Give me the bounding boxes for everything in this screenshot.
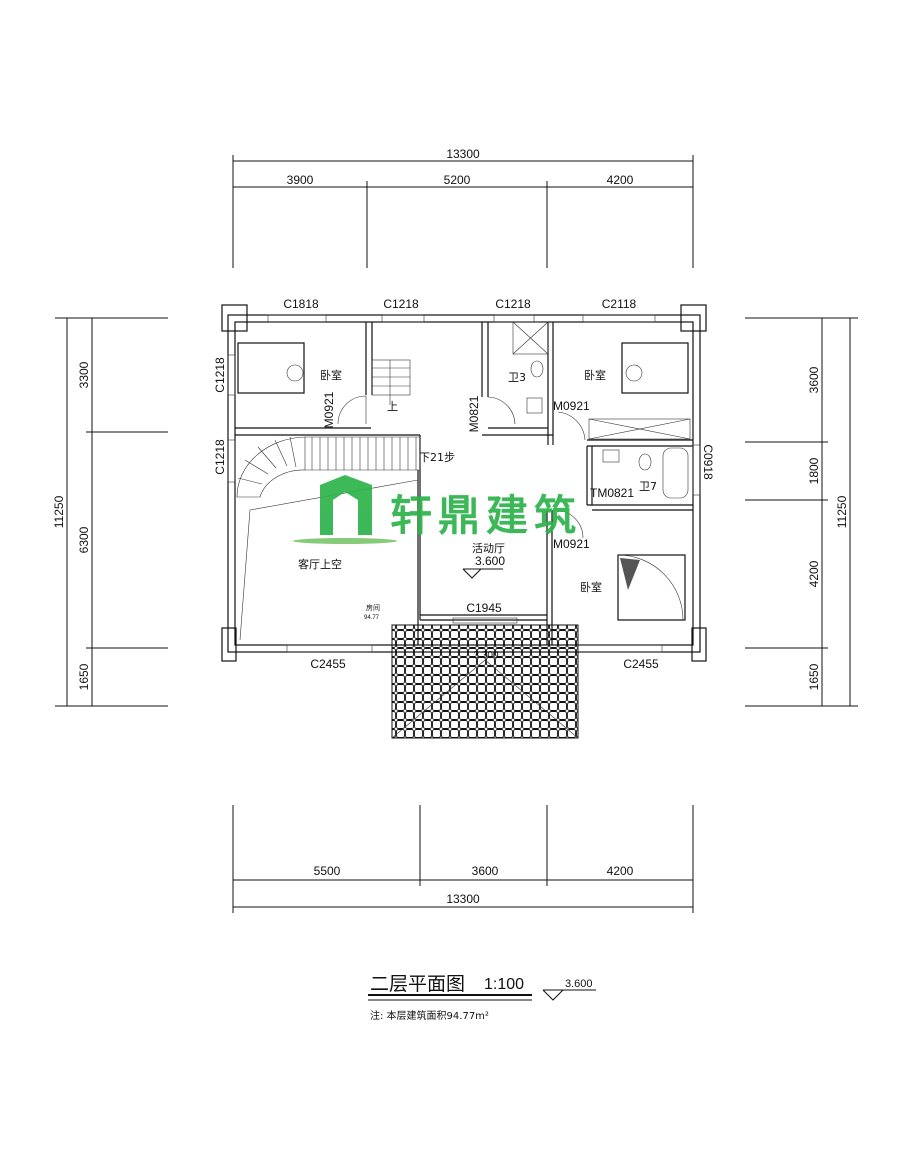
door-label-bedroom-lower: M0921 bbox=[553, 537, 590, 551]
doors bbox=[337, 395, 586, 539]
window-label-c1945: C1945 bbox=[466, 601, 502, 615]
window-label-c1818: C1818 bbox=[283, 297, 319, 311]
left-dim-1: 3300 bbox=[77, 361, 91, 388]
bottom-dim-3: 4200 bbox=[607, 864, 634, 878]
title-name: 二层平面图 bbox=[370, 973, 465, 995]
stairs bbox=[236, 359, 421, 498]
stair-up-label: 上 bbox=[387, 400, 398, 413]
watermark-logo: 轩鼎建筑 bbox=[293, 475, 582, 544]
left-dimensions: 11250 3300 6300 1650 bbox=[52, 317, 168, 707]
right-dim-4: 1650 bbox=[807, 663, 821, 690]
top-dimensions: 13300 3900 5200 4200 bbox=[232, 147, 694, 268]
window-label-c2455-left: C2455 bbox=[310, 657, 346, 671]
window-label-c2118: C2118 bbox=[602, 297, 637, 311]
room-bedroom-lower: 卧室 bbox=[580, 580, 602, 594]
door-labels: M0921 M0821 M0921 TM0821 M0921 bbox=[322, 391, 634, 551]
beds bbox=[237, 342, 689, 621]
top-total-dim: 13300 bbox=[446, 147, 480, 161]
window-label-c1218-b: C1218 bbox=[495, 297, 531, 311]
bottom-dim-2: 3600 bbox=[472, 864, 499, 878]
door-label-bedroom-left: M0921 bbox=[322, 391, 336, 428]
stair-down-label: 下21步 bbox=[419, 451, 455, 464]
area-label: 房间 bbox=[366, 603, 380, 612]
window-label-c0918: C0918 bbox=[701, 444, 715, 480]
door-label-bedroom-right: M0921 bbox=[553, 399, 590, 413]
windows bbox=[227, 314, 701, 653]
door-label-bath2: TM0821 bbox=[590, 486, 634, 500]
top-dim-2: 5200 bbox=[444, 173, 471, 187]
window-label-left-1: C1218 bbox=[213, 357, 227, 393]
title-scale: 1:100 bbox=[484, 976, 524, 993]
left-dim-3: 1650 bbox=[77, 663, 91, 690]
title-level-marker-icon bbox=[542, 989, 596, 1001]
window-labels: C1818 C1218 C1218 C2118 C1218 C1218 C091… bbox=[213, 297, 715, 671]
level-marker-icon bbox=[462, 568, 503, 579]
bottom-dim-1: 5500 bbox=[314, 864, 341, 878]
room-labels: 卧室 卧室 卧室 卫3 卫7 上 下21步 客厅上空 活动厅 3.600 房间 … bbox=[298, 368, 657, 621]
title-note: 注: 本层建筑面积94.77m² bbox=[370, 1009, 489, 1022]
left-dim-2: 6300 bbox=[77, 526, 91, 553]
room-bedroom-right: 卧室 bbox=[584, 368, 606, 382]
right-dim-2: 1800 bbox=[807, 457, 821, 484]
right-dim-3: 4200 bbox=[807, 560, 821, 587]
left-total-dim: 11250 bbox=[52, 495, 66, 528]
top-dim-1: 3900 bbox=[287, 173, 314, 187]
area-value: 94.77 bbox=[364, 615, 380, 621]
door-label-bath1: M0821 bbox=[467, 395, 481, 432]
hall-level: 3.600 bbox=[475, 554, 505, 568]
title-level: 3.600 bbox=[565, 978, 593, 990]
bottom-total-dim: 13300 bbox=[446, 892, 480, 906]
room-living-void: 客厅上空 bbox=[298, 557, 342, 571]
right-dim-1: 3600 bbox=[807, 366, 821, 393]
drawing-title: 二层平面图 1:100 3.600 注: 本层建筑面积94.77m² bbox=[368, 973, 596, 1022]
window-label-c2455-right: C2455 bbox=[623, 657, 659, 671]
window-label-left-2: C1218 bbox=[213, 439, 227, 475]
bottom-dimensions: 5500 3600 4200 13300 bbox=[232, 805, 694, 913]
window-label-c1218-a: C1218 bbox=[383, 297, 419, 311]
right-total-dim: 11250 bbox=[835, 495, 849, 528]
room-activity-hall: 活动厅 bbox=[472, 542, 505, 555]
top-dim-3: 4200 bbox=[607, 173, 634, 187]
room-bedroom-left: 卧室 bbox=[320, 368, 342, 382]
walls bbox=[221, 304, 707, 662]
right-dimensions: 3600 1800 4200 1650 11250 bbox=[745, 317, 858, 707]
watermark-text: 轩鼎建筑 bbox=[390, 491, 582, 540]
balcony-level: 3.300 bbox=[473, 650, 498, 661]
balcony: 3.300 bbox=[391, 624, 579, 739]
room-bath1: 卫3 bbox=[508, 371, 526, 384]
bath-fixtures bbox=[512, 321, 691, 499]
room-bath2: 卫7 bbox=[639, 480, 657, 493]
